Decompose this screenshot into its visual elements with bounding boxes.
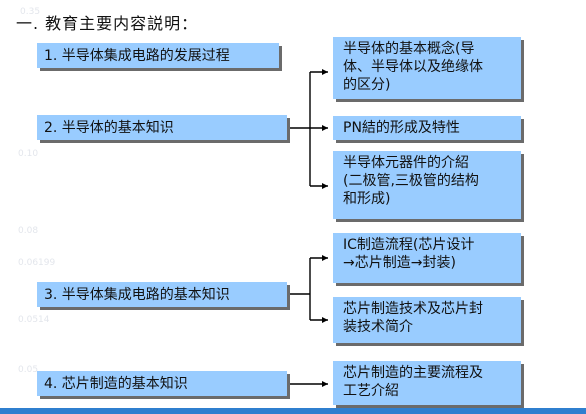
- topic-box-2: 2. 半导体的基本知识: [37, 115, 287, 140]
- watermark-label: 0.0514: [18, 315, 50, 325]
- topic-label: 4. 芯片制造的基本知识: [44, 375, 188, 392]
- topic-label: 3. 半导体集成电路的基本知识: [44, 286, 230, 303]
- subtopic-line: IC制造流程(芯片设计: [343, 237, 475, 253]
- watermark-label: 0.10: [18, 149, 38, 159]
- subtopic-line: 的区分): [343, 77, 391, 93]
- topic-label: 2. 半导体的基本知识: [44, 119, 174, 136]
- topic-box-4: 4. 芯片制造的基本知识: [37, 371, 287, 396]
- subtopic-line: →芯片制造→封装): [343, 255, 456, 271]
- topic-box-3: 3. 半导体集成电路的基本知识: [37, 282, 287, 307]
- subtopic-box-1: 半导体的基本概念(导 体、半导体以及绝缘体 的区分): [333, 37, 521, 99]
- subtopic-line: (二极管,三极管的结构: [343, 173, 479, 189]
- subtopic-line: PN結的形成及特性: [343, 120, 460, 136]
- subtopic-line: 装技术简介: [343, 319, 413, 335]
- bottom-accent-bar: [0, 408, 586, 414]
- subtopic-line: 体、半导体以及绝缘体: [343, 59, 483, 75]
- subtopic-box-4: IC制造流程(芯片设计 →芯片制造→封装): [333, 233, 521, 283]
- subtopic-box-5: 芯片制造技术及芯片封 装技术简介: [333, 297, 521, 343]
- watermark-label: 0.06199: [18, 258, 55, 268]
- subtopic-line: 工艺介紹: [343, 383, 399, 399]
- topic-box-1: 1. 半导体集成电路的发展过程: [37, 43, 279, 68]
- page-title: 一. 教育主要内容説明：: [16, 14, 199, 33]
- subtopic-line: 芯片制造的主要流程及: [343, 365, 483, 381]
- subtopic-line: 芯片制造技术及芯片封: [343, 301, 483, 317]
- subtopic-box-2: PN結的形成及特性: [333, 116, 521, 140]
- subtopic-line: 和形成): [343, 191, 391, 207]
- subtopic-box-3: 半导体元器件的介紹 (二极管,三极管的结构 和形成): [333, 151, 521, 219]
- watermark-label: 0.08: [18, 226, 38, 236]
- topic-label: 1. 半导体集成电路的发展过程: [44, 47, 230, 64]
- watermark-label: 0.05: [18, 365, 38, 375]
- subtopic-line: 半导体的基本概念(导: [343, 41, 475, 57]
- subtopic-box-6: 芯片制造的主要流程及 工艺介紹: [333, 361, 521, 405]
- subtopic-line: 半导体元器件的介紹: [343, 155, 469, 171]
